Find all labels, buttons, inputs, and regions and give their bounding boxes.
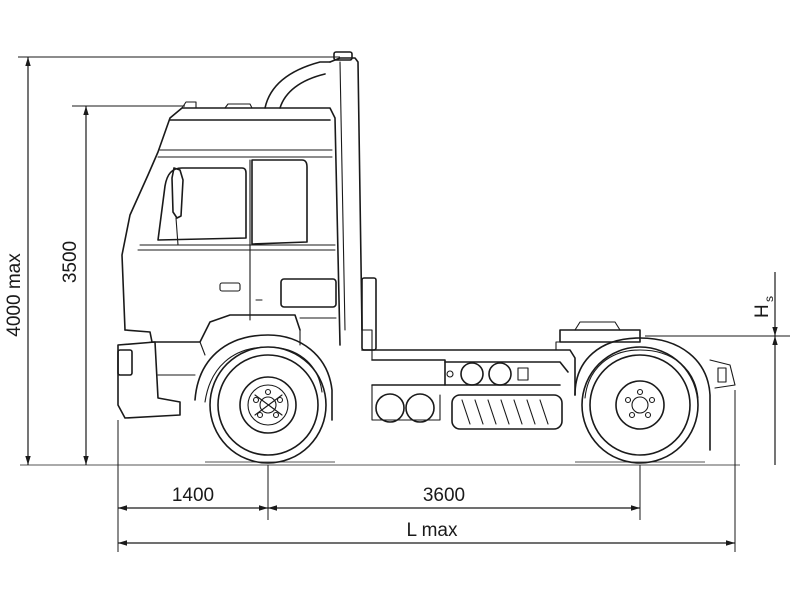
- overall-length-label: L max: [406, 520, 458, 541]
- cab-door-and-body: [124, 159, 337, 346]
- dimension-fifth-wheel-height: H s: [645, 272, 790, 465]
- mirror: [171, 167, 184, 246]
- front-wheel: [209, 346, 327, 464]
- wheelbase-label: 3600: [423, 485, 465, 506]
- dimension-cab-height: 3500: [60, 105, 185, 465]
- chassis-frame: [361, 277, 576, 421]
- fifth-wheel-height-subscript: s: [762, 296, 776, 302]
- cab-windows: [137, 159, 336, 251]
- fifth-wheel: [555, 321, 641, 351]
- overall-height-label: 4000 max: [4, 253, 25, 337]
- truck-cab: [121, 51, 363, 346]
- dimension-overall-length: L max: [118, 390, 736, 552]
- rear-wheel: [581, 346, 699, 464]
- front-overhang-label: 1400: [172, 485, 214, 506]
- air-tanks: [375, 362, 529, 423]
- ground-line: [20, 461, 740, 466]
- fifth-wheel-height-label: H: [752, 304, 773, 318]
- dimension-wheelbase: 3600: [268, 465, 641, 520]
- front-bumper: [117, 341, 206, 419]
- cab-height-label: 3500: [60, 241, 81, 283]
- dimension-overall-height: 4000 max: [4, 56, 340, 465]
- spare-tire: [451, 394, 563, 430]
- dimension-front-overhang: 1400: [117, 420, 269, 552]
